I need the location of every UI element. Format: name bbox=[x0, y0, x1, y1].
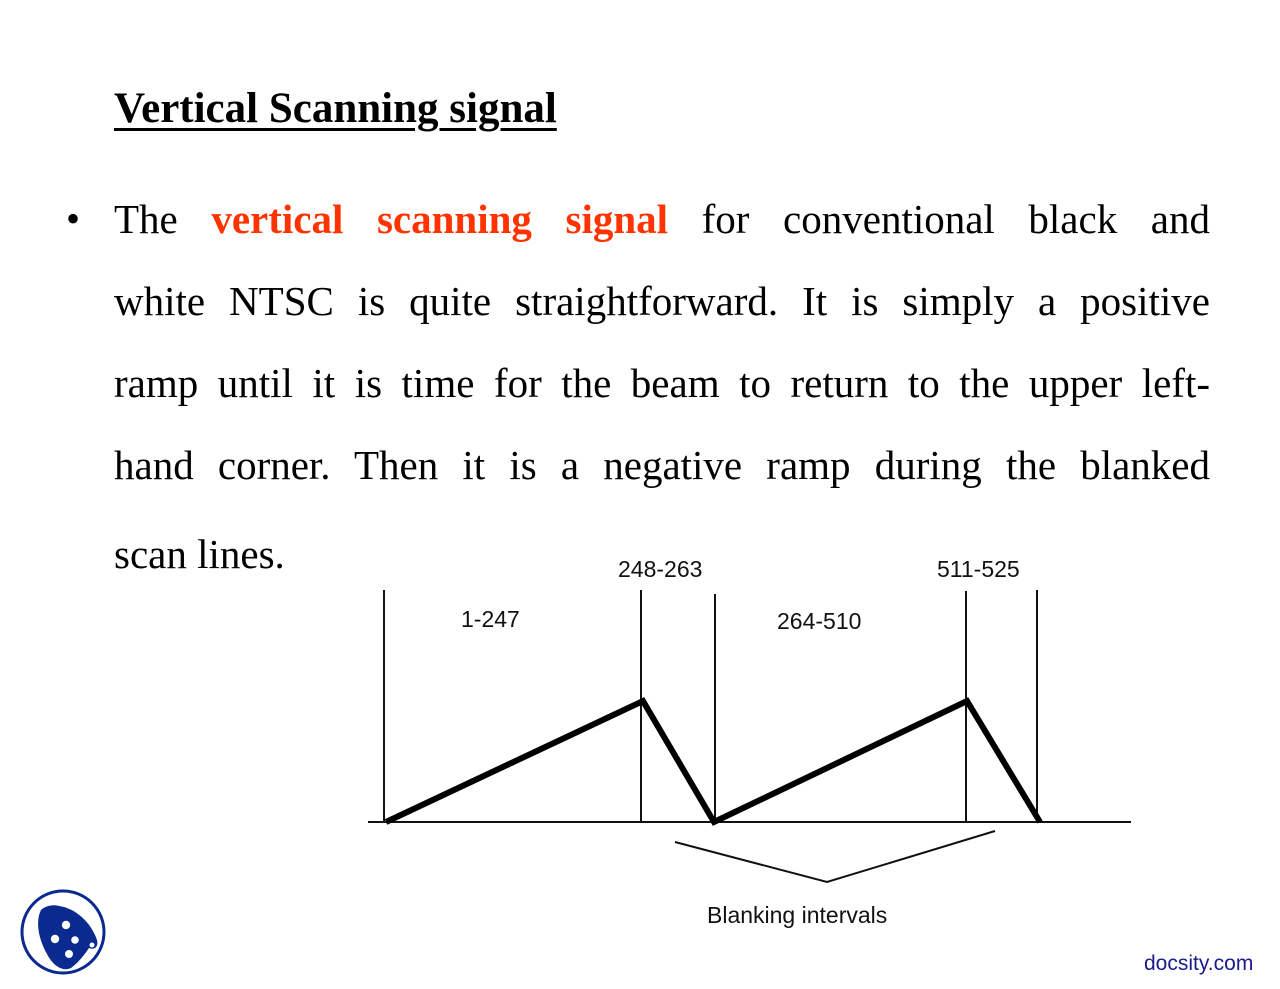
label-264-510: 264-510 bbox=[777, 608, 861, 634]
label-blanking-intervals: Blanking intervals bbox=[707, 902, 887, 928]
blanking-bracket bbox=[674, 830, 996, 884]
highlighted-term: vertical scanning signal bbox=[211, 196, 669, 242]
label-1-247: 1-247 bbox=[461, 606, 520, 632]
paragraph-line-3: ramp until it is time for the beam to re… bbox=[114, 360, 1210, 406]
paragraph-line-5: scan lines. bbox=[114, 531, 285, 577]
sawtooth-signal bbox=[384, 697, 1043, 826]
docsity-watermark-link[interactable]: docsity.com bbox=[1144, 952, 1254, 975]
docsity-logo-icon[interactable] bbox=[19, 888, 107, 976]
slide-title: Vertical Scanning signal bbox=[114, 85, 557, 132]
text-before-highlight: The bbox=[114, 196, 212, 242]
bullet-point-icon: • bbox=[66, 196, 81, 241]
text-after-highlight: for conventional black and bbox=[668, 196, 1210, 242]
paragraph-line-1: The vertical scanning signal for convent… bbox=[114, 194, 1210, 244]
paragraph-line-4: hand corner. Then it is a negative ramp … bbox=[114, 442, 1210, 488]
paragraph-line-2: white NTSC is quite straightforward. It … bbox=[114, 278, 1210, 324]
